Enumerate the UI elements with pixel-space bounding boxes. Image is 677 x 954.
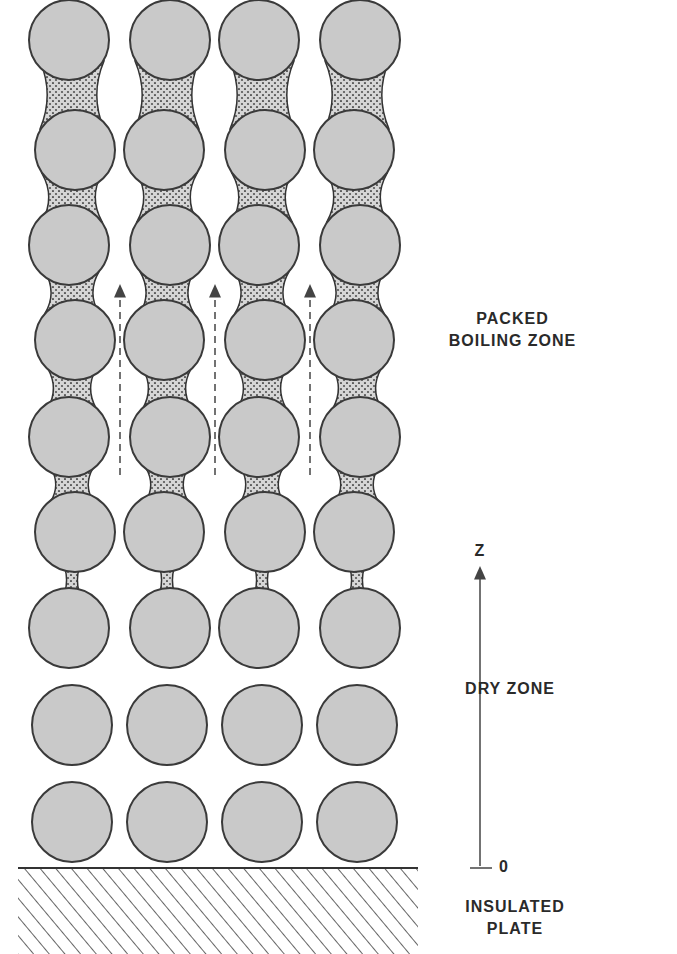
vapor-arrows (120, 290, 310, 475)
particle (320, 397, 400, 477)
zone-label: INSULATED PLATE (440, 896, 590, 940)
particle (130, 0, 210, 80)
particle (219, 397, 299, 477)
particle (314, 110, 394, 190)
particle (225, 300, 305, 380)
particle (124, 300, 204, 380)
particles (29, 0, 400, 862)
axis-label: 0 (494, 856, 514, 878)
particle (124, 110, 204, 190)
particle (29, 0, 109, 80)
particle (127, 782, 207, 862)
vapor-flow-arrow (119, 290, 121, 475)
insulated-plate (18, 868, 418, 954)
particle (32, 685, 112, 765)
particle (35, 110, 115, 190)
particle (35, 300, 115, 380)
axis-origin-tick (470, 867, 492, 869)
particle (130, 588, 210, 668)
particle (130, 397, 210, 477)
axis-label: Z (468, 540, 492, 562)
particle (130, 205, 210, 285)
particle (314, 300, 394, 380)
particle (35, 492, 115, 572)
particle (124, 492, 204, 572)
particle (29, 205, 109, 285)
plate-edge (18, 867, 418, 869)
particle (127, 685, 207, 765)
zone-label: PACKED BOILING ZONE (445, 308, 580, 352)
particle (320, 205, 400, 285)
particle (219, 205, 299, 285)
particle (29, 588, 109, 668)
particle (219, 588, 299, 668)
particle (225, 110, 305, 190)
z-axis (479, 572, 481, 866)
particle (320, 0, 400, 80)
vapor-flow-arrow (309, 290, 311, 475)
particle (222, 782, 302, 862)
particle (320, 588, 400, 668)
particle (32, 782, 112, 862)
particle (222, 685, 302, 765)
particle (219, 0, 299, 80)
zone-label: DRY ZONE (455, 678, 565, 700)
particle (29, 397, 109, 477)
particle (225, 492, 305, 572)
particle (317, 685, 397, 765)
particle (317, 782, 397, 862)
particle (314, 492, 394, 572)
vapor-flow-arrow (214, 290, 216, 475)
